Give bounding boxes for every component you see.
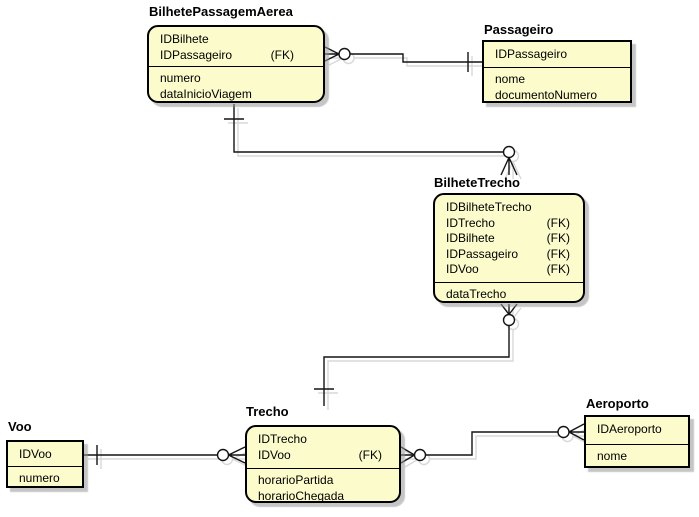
- entity-aeroporto[interactable]: IDAeroporto nome: [584, 415, 690, 468]
- entity-voo[interactable]: IDVoo numero: [6, 440, 84, 488]
- attribute-name: nome: [495, 72, 526, 86]
- entity-trecho[interactable]: IDTrecho IDVoo (FK) horarioPartida horari…: [245, 425, 401, 503]
- attribute-name: numero: [19, 471, 60, 485]
- attribute-row: nome: [484, 72, 630, 88]
- attribute-name: IDBilhete: [160, 32, 209, 46]
- attribute-row: IDVoo: [8, 447, 82, 463]
- entity-bilhete-trecho[interactable]: IDBilheteTrecho IDTrecho (FK) IDBilhete (F…: [433, 193, 585, 303]
- entity-title-passageiro: Passageiro: [484, 22, 554, 37]
- attribute-name: IDAeroporto: [597, 422, 662, 436]
- attribute-row: dataTrecho: [435, 287, 583, 303]
- attribute-row: numero: [8, 471, 82, 487]
- attribute-row: horarioChegada: [247, 489, 399, 505]
- non-key-attributes-section: nome documentoNumero: [484, 68, 630, 103]
- attribute-name: IDVoo: [19, 447, 52, 461]
- entity-title-bilhete-trecho: BilheteTrecho: [434, 175, 520, 190]
- attribute-name: documentoNumero: [495, 87, 598, 102]
- attribute-row: IDPassageiro (FK): [435, 247, 583, 263]
- attribute-row: dataInicioViagem: [149, 87, 323, 103]
- attribute-row: IDPassageiro: [484, 47, 630, 63]
- attribute-row: IDBilhete: [149, 32, 323, 48]
- attribute-name: dataInicioViagem: [160, 86, 252, 101]
- attribute-row: IDVoo (FK): [435, 262, 583, 278]
- attribute-row: IDPassageiro (FK): [149, 48, 323, 64]
- attribute-row: IDTrecho (FK): [435, 216, 583, 232]
- non-key-attributes-section: dataTrecho: [435, 283, 583, 303]
- attribute-row: IDTrecho: [247, 432, 399, 448]
- fk-tag: (FK): [270, 47, 294, 62]
- attribute-name: IDPassageiro: [446, 246, 519, 261]
- entity-title-trecho: Trecho: [246, 404, 289, 419]
- fk-tag: (FK): [546, 231, 570, 245]
- attribute-name: IDVoo: [446, 262, 479, 276]
- key-attributes-section: IDVoo: [8, 442, 82, 467]
- attribute-row: IDVoo (FK): [247, 448, 399, 464]
- fk-tag: (FK): [546, 246, 570, 261]
- attribute-name: IDBilhete: [446, 231, 495, 245]
- attribute-name: IDPassageiro: [160, 47, 233, 62]
- attribute-row: nome: [586, 449, 688, 465]
- attribute-row: documentoNumero: [484, 88, 630, 104]
- attribute-name: IDPassageiro: [495, 47, 568, 61]
- attribute-row: IDAeroporto: [586, 422, 688, 438]
- key-attributes-section: IDAeroporto: [586, 417, 688, 445]
- attribute-name: horarioChegada: [258, 488, 345, 503]
- attribute-name: nome: [597, 449, 628, 463]
- fk-tag: (FK): [546, 262, 570, 276]
- attribute-name: dataTrecho: [446, 287, 507, 301]
- entity-passageiro[interactable]: IDPassageiro nome documentoNumero: [482, 40, 632, 103]
- attribute-name: IDTrecho: [258, 432, 307, 446]
- entity-bilhete-passagem-aerea[interactable]: IDBilhete IDPassageiro (FK) numero dataIn…: [147, 25, 325, 103]
- attribute-name: IDVoo: [258, 447, 291, 462]
- key-attributes-section: IDBilhete IDPassageiro (FK): [149, 27, 323, 67]
- fk-tag: (FK): [358, 447, 382, 462]
- attribute-name: numero: [160, 71, 201, 85]
- non-key-attributes-section: horarioPartida horarioChegada: [247, 469, 399, 504]
- entity-title-voo: Voo: [8, 419, 32, 434]
- attribute-row: IDBilheteTrecho: [435, 200, 583, 216]
- non-key-attributes-section: numero dataInicioViagem: [149, 67, 323, 102]
- attribute-name: IDTrecho: [446, 215, 495, 230]
- attribute-name: IDBilheteTrecho: [446, 200, 532, 214]
- fk-tag: (FK): [546, 215, 570, 230]
- non-key-attributes-section: numero: [8, 467, 82, 487]
- key-attributes-section: IDPassageiro: [484, 42, 630, 68]
- attribute-row: numero: [149, 71, 323, 87]
- key-attributes-section: IDBilheteTrecho IDTrecho (FK) IDBilhete (F…: [435, 195, 583, 283]
- attribute-row: IDBilhete (FK): [435, 231, 583, 247]
- entity-title-bilhete-passagem-aerea: BilhetePassagemAerea: [149, 4, 293, 19]
- attribute-name: horarioPartida: [258, 473, 334, 487]
- key-attributes-section: IDTrecho IDVoo (FK): [247, 427, 399, 469]
- attribute-row: horarioPartida: [247, 473, 399, 489]
- non-key-attributes-section: nome: [586, 445, 688, 465]
- entity-title-aeroporto: Aeroporto: [586, 396, 649, 411]
